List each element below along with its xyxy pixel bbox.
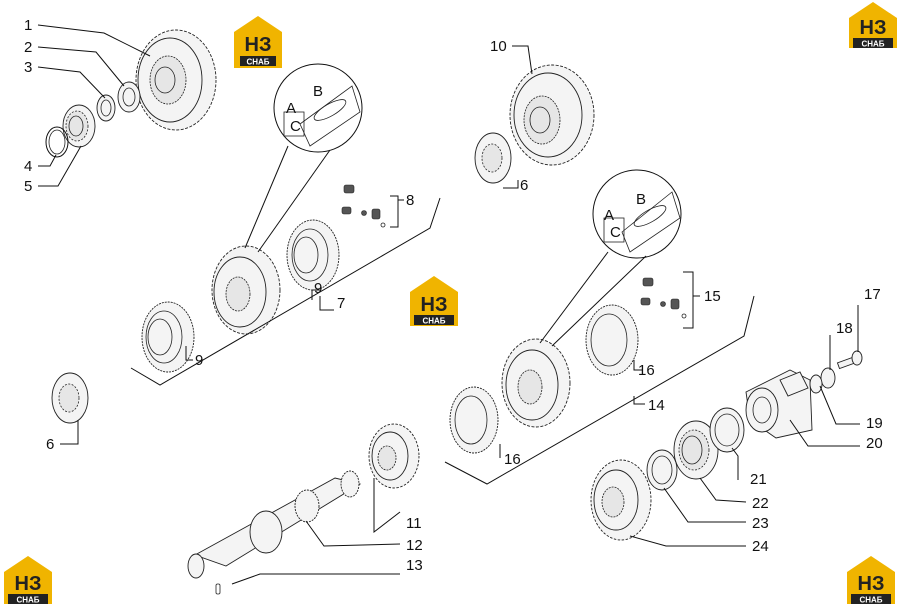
callout-22: 22 — [752, 495, 769, 512]
callout-9-upper: 9 — [314, 280, 322, 297]
part-snap-ring-4 — [45, 126, 69, 158]
part-sync-hub-right — [501, 338, 571, 428]
callout-11: 11 — [406, 515, 422, 532]
part-gear-1 — [135, 29, 217, 131]
part-sync-ring-16-lower — [449, 386, 499, 454]
callout-16-upper: 16 — [638, 362, 655, 379]
callout-6-top: 6 — [520, 177, 528, 194]
callout-16-lower: 16 — [504, 451, 521, 468]
callout-13: 13 — [406, 557, 423, 574]
part-sync-ring-left-lower — [141, 301, 195, 373]
logo-top-right: НЗ СНАБ — [849, 2, 897, 49]
logo-center: НЗ СНАБ — [410, 276, 458, 326]
callout-6-left: 6 — [46, 436, 54, 453]
part-gear-11 — [368, 423, 420, 489]
part-detent-kit-8 — [341, 184, 386, 228]
part-washer-19 — [809, 374, 823, 394]
callout-14: 14 — [648, 397, 665, 414]
detail-left-label-b: B — [313, 83, 323, 100]
part-detent-kit-15 — [640, 277, 687, 319]
callout-24: 24 — [752, 538, 769, 555]
part-sync-hub-left — [211, 245, 281, 335]
callout-numbers: 1 2 3 4 5 6 7 8 9 9 6 10 11 12 13 14 15 … — [24, 17, 883, 574]
logo-caption: СНАБ — [861, 40, 884, 49]
detail-left-label-a: A — [286, 100, 296, 117]
callout-8: 8 — [406, 192, 414, 209]
callout-17: 17 — [864, 286, 881, 303]
callout-5: 5 — [24, 178, 32, 195]
part-splined-washer-6b — [51, 372, 89, 424]
logo-caption: СНАБ — [16, 596, 39, 605]
callout-12: 12 — [406, 537, 423, 554]
callout-23: 23 — [752, 515, 769, 532]
part-shaft-12 — [187, 470, 362, 579]
callout-3: 3 — [24, 59, 32, 76]
callout-2: 2 — [24, 39, 32, 56]
callout-18: 18 — [836, 320, 853, 337]
logo-letters: НЗ — [860, 17, 887, 39]
callout-4: 4 — [24, 158, 32, 175]
callout-21: 21 — [750, 471, 767, 488]
part-sync-ring-16-upper — [585, 304, 639, 376]
assembly-outline-right — [444, 295, 755, 485]
detail-right-label-a: A — [604, 207, 614, 224]
part-splined-washer-6a — [474, 132, 512, 184]
callout-20: 20 — [866, 435, 883, 452]
callout-1: 1 — [24, 17, 32, 34]
part-bolt-17 — [836, 350, 863, 370]
logo-bottom-right: НЗ СНАБ — [847, 556, 895, 605]
part-ring-21 — [709, 407, 745, 453]
part-gear-24 — [590, 459, 652, 541]
callout-10: 10 — [490, 38, 507, 55]
logo-letters: НЗ — [421, 294, 448, 316]
part-sync-ring-left-upper — [286, 219, 340, 291]
logo-top-left: НЗ СНАБ — [234, 16, 282, 68]
assembly-outline-left — [130, 197, 441, 386]
detail-inset-right: A B C — [592, 169, 682, 259]
detail-inset-left: A B C — [273, 63, 363, 153]
logo-letters: НЗ — [15, 573, 42, 595]
part-gear-10 — [509, 64, 595, 166]
part-pin-13 — [215, 583, 221, 595]
part-washer-2 — [117, 81, 141, 113]
callout-19: 19 — [866, 415, 883, 432]
logo-caption: СНАБ — [422, 317, 445, 326]
part-ring-23 — [646, 449, 678, 491]
detail-right-label-b: B — [636, 191, 646, 208]
logo-bottom-left: НЗ СНАБ — [4, 556, 52, 605]
callout-7: 7 — [337, 295, 345, 312]
part-washer-18 — [820, 367, 836, 389]
logo-caption: СНАБ — [246, 58, 269, 67]
part-bearing-5 — [62, 104, 96, 148]
logo-letters: НЗ — [858, 573, 885, 595]
callout-15: 15 — [704, 288, 721, 305]
detail-right-label-c: C — [610, 224, 621, 241]
part-washer-3 — [96, 94, 116, 122]
callout-9-lower: 9 — [195, 352, 203, 369]
logo-caption: СНАБ — [859, 596, 882, 605]
logo-letters: НЗ — [245, 34, 272, 56]
part-flange-20 — [745, 369, 813, 439]
detail-left-label-c: C — [290, 118, 301, 135]
part-bearing-22 — [673, 420, 719, 480]
leader-lines — [37, 24, 860, 585]
